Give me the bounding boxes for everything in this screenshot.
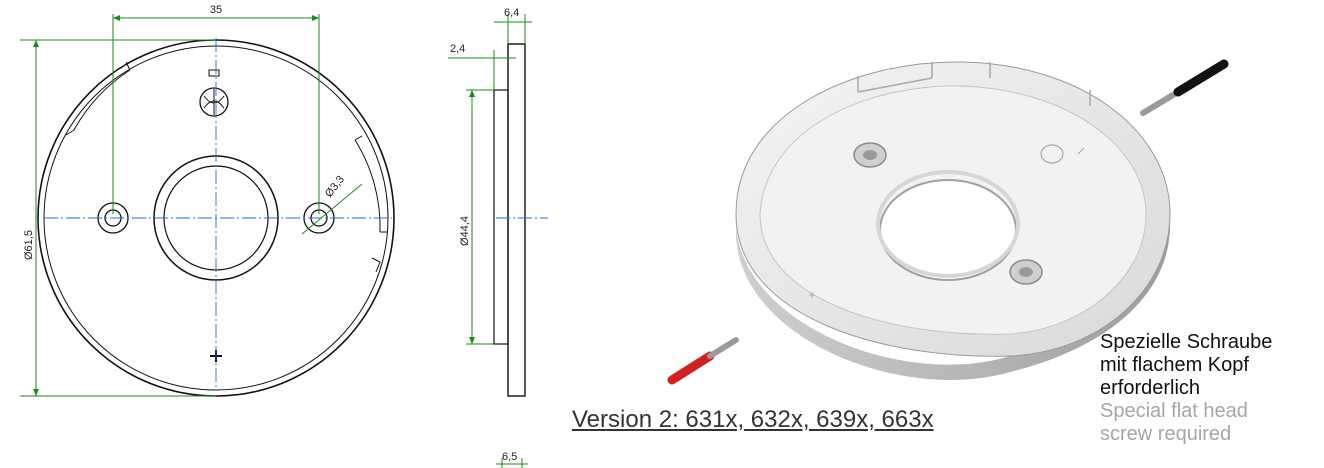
dim-hole-diameter-label: Ø3,3 [323,174,347,200]
red-wire [667,337,739,385]
rim-notch [65,61,387,233]
red-wire-tip [707,337,739,359]
plate-center-hole-bevel [876,170,1020,278]
logo-icon-mark [203,89,225,115]
plate-rim-notches [857,62,1091,106]
dim-step-thickness-label: 2,4 [450,43,465,55]
black-wire-tip [1140,89,1181,116]
dim-bottom-label: 6,5 [502,451,517,463]
rim-step-arc [73,69,131,131]
note-en-line-1: Special flat head [1100,400,1248,422]
black-wire-insulation [1173,59,1229,97]
plate-plus-mark-icon [809,292,815,298]
logo-icon [199,87,229,117]
side-profile-rim [507,43,526,397]
front-view: 35 Ø61,5 Ø3,3 [20,4,395,397]
dim-total-thickness-label: 6,4 [504,7,519,19]
dim-hole-spacing-label: 35 [210,4,222,16]
screw-note-german: Spezielle Schraube mit flachem Kopf erfo… [1100,331,1272,400]
plate-center-hole [879,179,1017,281]
plate-screw-hole-left-core [863,150,877,160]
version-caption: Version 2: 631x, 632x, 639x, 663x [572,406,934,433]
plate-screw-hole-right-core [1019,267,1033,277]
black-wire [1140,59,1229,116]
side-profile-step [493,89,509,345]
dim-hole-leader [301,183,363,235]
plate-3d-render [735,61,1171,380]
dim-inner-diameter-label: Ø44,4 [459,216,471,246]
screw-note-english: Special flat head screw required [1100,400,1248,446]
minus-mark-icon [208,69,220,77]
bottom-dimension: 6,5 [496,451,528,468]
rim-step-arc-right [354,139,381,233]
note-de-line-1: Spezielle Schraube [1100,331,1273,353]
side-view: 6,4 2,4 Ø44,4 [448,7,548,397]
red-wire-insulation [667,351,715,385]
rim-notch-lower [371,257,381,273]
plate-minus-mark-icon [1077,147,1085,155]
note-de-line-3: erforderlich [1100,377,1201,399]
dim-outer-diameter-label: Ø61,5 [23,230,35,260]
plate-logo-icon [1040,144,1064,164]
note-en-line-2: screw required [1100,423,1232,445]
note-de-line-2: mit flachem Kopf [1100,354,1249,376]
